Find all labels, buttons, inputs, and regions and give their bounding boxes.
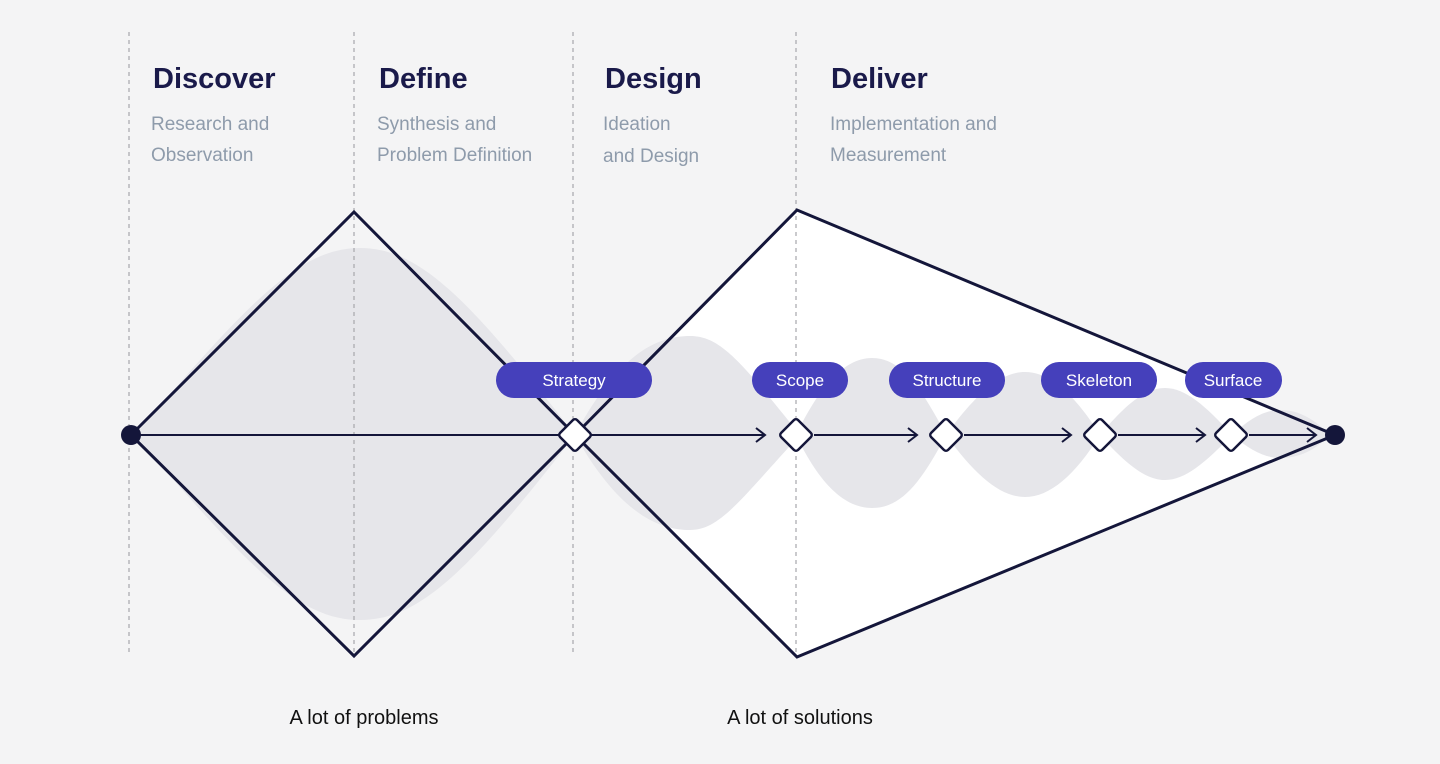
stage-pill-strategy: Strategy (496, 362, 652, 398)
stage-marker-scope (779, 418, 813, 452)
phase-subtitle-line-2: and Design (603, 146, 699, 167)
stage-pill-skeleton: Skeleton (1041, 362, 1157, 398)
stage-pill-surface: Surface (1185, 362, 1282, 398)
stage-pill-bg (496, 362, 652, 398)
start-dot (121, 425, 141, 445)
stage-pill-label: Structure (913, 371, 982, 390)
phase-title: Deliver (831, 63, 928, 95)
phase-subtitle-line-1: Implementation and (830, 114, 997, 135)
stage-pill-label: Surface (1204, 371, 1263, 390)
flow-line (131, 427, 1318, 443)
phase-subtitle-line-2: Measurement (830, 145, 947, 166)
phase-header-deliver: Deliver Implementation and Measurement (830, 63, 997, 166)
stage-pill-bg (889, 362, 1005, 398)
phase-header-define: Define Synthesis and Problem Definition (377, 63, 532, 166)
stage-pill-label: Skeleton (1066, 371, 1132, 390)
bottom-label-problems: A lot of problems (290, 707, 439, 729)
arrow-head-end (1306, 427, 1318, 443)
stage-marker-structure (929, 418, 963, 452)
phase-subtitle-line-2: Problem Definition (377, 145, 532, 166)
phase-subtitle-line-1: Ideation (603, 114, 671, 135)
bottom-label-solutions: A lot of solutions (727, 707, 873, 729)
stage-pill-scope: Scope (752, 362, 848, 398)
stage-pill-structure: Structure (889, 362, 1005, 398)
phase-subtitle-line-1: Synthesis and (377, 114, 496, 135)
stage-marker-skeleton (1083, 418, 1117, 452)
arrow-head-structure (907, 427, 919, 443)
stage-pill-bg (1041, 362, 1157, 398)
phase-subtitle-line-2: Observation (151, 145, 253, 166)
stage-pill-bg (1185, 362, 1282, 398)
arrow-head-surface (1195, 427, 1207, 443)
phase-guides (128, 32, 797, 656)
phase-header-discover: Discover Research and Observation (151, 63, 276, 166)
phase-title: Design (605, 63, 702, 95)
stage-pill-bg (752, 362, 848, 398)
stage-marker-surface (1214, 418, 1248, 452)
phase-subtitle-line-1: Research and (151, 114, 269, 135)
stage-pill-label: Strategy (542, 371, 606, 390)
stage-marker-strategy (558, 418, 592, 452)
stage-markers (558, 418, 1248, 452)
arrow-head-scope (755, 427, 767, 443)
phase-title: Discover (153, 63, 276, 95)
arrow-head-skeleton (1061, 427, 1073, 443)
stage-pill-label: Scope (776, 371, 824, 390)
phase-header-design: Design Ideation and Design (603, 63, 702, 167)
phase-title: Define (379, 63, 468, 95)
end-dot (1325, 425, 1345, 445)
